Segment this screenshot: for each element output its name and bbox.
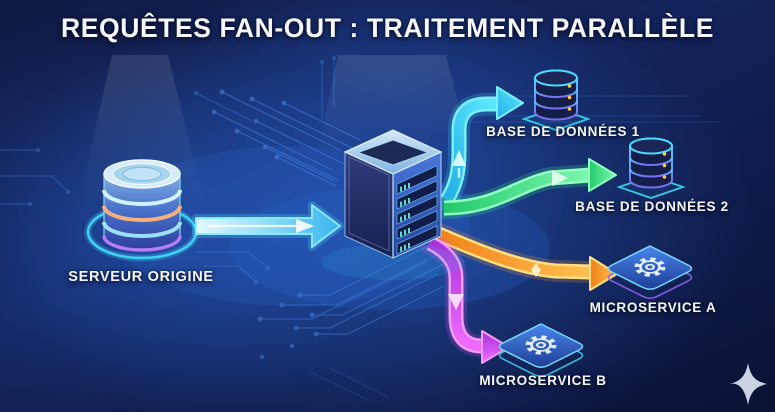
page-title: REQUÊTES FAN-OUT : TRAITEMENT PARALLÈLE (60, 13, 715, 43)
database-1-icon (521, 69, 591, 131)
fanout-arrow-db2 (433, 158, 617, 219)
central-server-icon (321, 129, 465, 280)
microservice-a-label: MICROSERVICE A (589, 300, 717, 315)
database-2-label: BASE DE DONNÉES 2 (575, 199, 729, 214)
database-1-label: BASE DE DONNÉES 1 (486, 124, 640, 139)
microservice-a-gear-icon (607, 245, 693, 300)
origin-server-label: SERVEUR ORIGINE (68, 269, 214, 285)
origin-database-icon (84, 159, 200, 262)
fanout-arrow-db1 (436, 86, 524, 211)
main-request-arrow (192, 201, 344, 251)
fanout-arrow-msb (419, 232, 510, 364)
microservice-b-gear-icon (498, 323, 584, 378)
database-2-icon (616, 137, 686, 199)
circuit-traces (0, 55, 720, 401)
microservice-b-label: MICROSERVICE B (479, 373, 607, 388)
server-rack-slots (396, 165, 438, 255)
sparkle-star-icon (729, 363, 767, 405)
fanout-arrow-msa (423, 221, 618, 291)
